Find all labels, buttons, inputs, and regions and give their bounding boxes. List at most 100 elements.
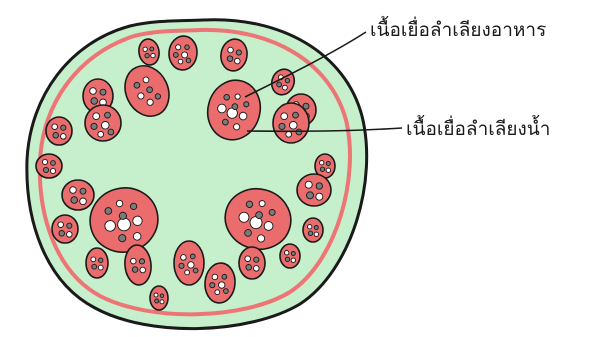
- vascular-bundle: [52, 215, 78, 243]
- phloem-cell: [285, 257, 289, 261]
- phloem-cell: [145, 53, 150, 58]
- vessel-cell: [90, 88, 97, 95]
- phloem-cell: [132, 267, 138, 273]
- vascular-bundle: [297, 174, 331, 206]
- vessel-cell: [181, 255, 187, 261]
- phloem-cell: [80, 188, 86, 194]
- vessel-cell: [52, 124, 58, 130]
- bundle-body: [86, 248, 108, 278]
- phloem-cell: [186, 58, 191, 63]
- phloem-cell: [108, 129, 114, 135]
- vessel-cell: [58, 222, 64, 228]
- vessel-cell: [91, 257, 96, 262]
- vascular-bundle: [150, 286, 168, 310]
- vessel-cell: [181, 52, 188, 59]
- vessel-cell: [285, 251, 289, 255]
- vessel-cell: [93, 113, 100, 120]
- vascular-bundle: [46, 117, 72, 145]
- phloem-cell: [254, 257, 259, 262]
- vessel-cell: [234, 58, 240, 64]
- phloem-cell: [222, 274, 227, 279]
- vessel-cell: [140, 267, 146, 273]
- phloem-cell: [291, 252, 295, 256]
- vessel-cell: [320, 161, 324, 165]
- phloem-cell: [223, 288, 228, 293]
- phloem-cell: [91, 123, 97, 129]
- vascular-bundle: [86, 248, 108, 278]
- vessel-cell: [61, 134, 67, 140]
- phloem-cell: [105, 112, 111, 118]
- vascular-bundle: [62, 180, 94, 210]
- vascular-bundle: [303, 218, 323, 242]
- bundle-body: [280, 244, 300, 268]
- bundle-body: [297, 174, 331, 206]
- bundle-body: [52, 215, 78, 243]
- vessel-cell: [160, 300, 164, 304]
- phloem-cell: [190, 254, 195, 259]
- vessel-cell: [316, 193, 323, 200]
- vessel-cell: [130, 258, 136, 264]
- bundle-body: [303, 218, 323, 242]
- phloem-cell: [279, 123, 285, 129]
- vessel-cell: [42, 159, 47, 164]
- vessel-cell: [254, 266, 260, 272]
- xylem-label: เนื้อเยื่อลำเลียงน้ำ: [406, 120, 550, 139]
- vessel-cell: [102, 122, 110, 130]
- phloem-cell: [160, 294, 164, 298]
- phloem-cell: [100, 89, 106, 95]
- vessel-cell: [50, 168, 55, 173]
- phloem-cell: [173, 52, 178, 57]
- phloem-cell: [139, 259, 145, 265]
- vessel-cell: [308, 225, 312, 229]
- vessel-cell: [178, 59, 183, 64]
- vessel-cell: [290, 122, 298, 130]
- vessel-cell: [143, 47, 148, 52]
- phloem-cell: [193, 268, 198, 273]
- phloem-cell: [308, 231, 312, 235]
- bundle-body: [62, 180, 94, 210]
- vessel-cell: [185, 270, 190, 275]
- vessel-cell: [215, 290, 220, 295]
- phloem-cell: [51, 161, 56, 166]
- phloem-cell: [53, 133, 59, 139]
- phloem-cell: [307, 192, 314, 199]
- vessel-cell: [70, 187, 77, 194]
- vessel-cell: [212, 274, 218, 280]
- vessel-cell: [281, 113, 288, 120]
- vessel-cell: [286, 131, 292, 137]
- phloem-cell: [320, 167, 324, 171]
- phloem-cell: [99, 258, 103, 262]
- vessel-cell: [150, 53, 155, 58]
- vessel-cell: [67, 232, 73, 238]
- vascular-bundle: [174, 241, 204, 285]
- vessel-cell: [175, 44, 181, 50]
- phloem-cell: [209, 282, 215, 288]
- vessel-cell: [188, 262, 194, 268]
- vessel-cell: [98, 265, 103, 270]
- vascular-bundle: [36, 154, 62, 178]
- phloem-cell: [43, 167, 48, 172]
- vessel-cell: [227, 47, 233, 53]
- vessel-cell: [314, 232, 318, 236]
- vessel-cell: [154, 293, 158, 297]
- bundle-body: [239, 247, 265, 279]
- phloem-label: เนื้อเยื่อลำเลียงอาหาร: [370, 21, 546, 40]
- vascular-bundle: [239, 247, 265, 279]
- phloem-cell: [236, 49, 242, 55]
- vascular-bundle: [85, 105, 121, 141]
- bundle-body: [46, 117, 72, 145]
- vessel-cell: [305, 181, 312, 188]
- phloem-cell: [326, 162, 330, 166]
- phloem-cell: [149, 47, 154, 52]
- vascular-bundle: [280, 244, 300, 268]
- vascular-bundle: [273, 103, 309, 143]
- phloem-cell: [227, 55, 233, 61]
- phloem-cell: [67, 223, 72, 228]
- bundle-body: [150, 286, 168, 310]
- vessel-cell: [245, 256, 251, 262]
- phloem-cell: [185, 45, 190, 50]
- vessel-cell: [80, 198, 87, 205]
- phloem-cell: [179, 263, 184, 268]
- phloem-cell: [155, 299, 159, 303]
